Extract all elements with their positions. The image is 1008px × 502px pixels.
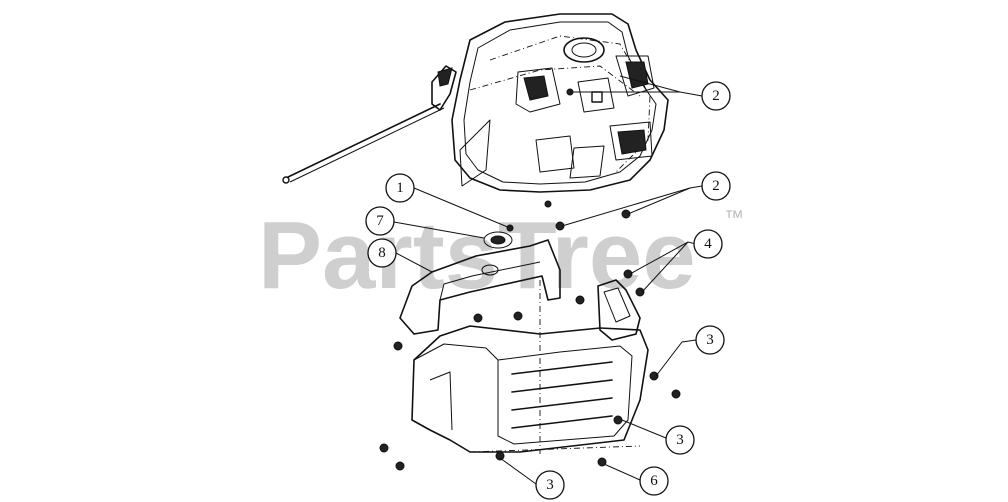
- callout-label: 3: [546, 477, 554, 493]
- callout-6[interactable]: 6: [639, 466, 669, 496]
- callout-label: 7: [376, 213, 384, 229]
- callout-label: 1: [396, 180, 404, 196]
- callout-label: 8: [378, 245, 386, 261]
- side-bracket-right: [597, 279, 641, 341]
- cable-assembly: [282, 65, 457, 184]
- callout-label: 6: [650, 473, 658, 489]
- bracket-part: [399, 231, 561, 335]
- bolt-icon: [495, 451, 505, 461]
- screw-icon: [621, 209, 631, 219]
- callout-3b[interactable]: 3: [665, 425, 695, 455]
- callout-label: 4: [704, 236, 712, 252]
- nut-icon: [623, 269, 633, 279]
- callout-1[interactable]: 1: [385, 173, 415, 203]
- callout-8[interactable]: 8: [367, 238, 397, 268]
- callout-label: 2: [712, 88, 720, 104]
- leader-lines: [393, 75, 703, 485]
- bolt-icon: [649, 371, 659, 381]
- bolt-icon: [671, 389, 681, 399]
- nut-icon: [635, 287, 645, 297]
- callout-label: 3: [676, 432, 684, 448]
- callout-label: 2: [712, 178, 720, 194]
- dash-housing: [451, 13, 669, 208]
- callout-2b[interactable]: 2: [701, 171, 731, 201]
- bolt-icon: [395, 461, 405, 471]
- grille-panel: [411, 280, 649, 454]
- bolt-icon: [613, 415, 623, 425]
- screw-icon: [555, 221, 565, 231]
- callout-3a[interactable]: 3: [695, 325, 725, 355]
- watermark-trademark: ™: [724, 207, 744, 229]
- bolt-icon: [513, 311, 523, 321]
- bolt-icon: [393, 341, 403, 351]
- callout-2a[interactable]: 2: [701, 81, 731, 111]
- callout-4[interactable]: 4: [693, 229, 723, 259]
- watermark: PartsTree ™: [258, 202, 744, 309]
- callout-3c[interactable]: 3: [535, 470, 565, 500]
- bolt-icon: [473, 313, 483, 323]
- bolt-icon: [379, 443, 389, 453]
- bolt-icon: [575, 295, 585, 305]
- callout-7[interactable]: 7: [365, 206, 395, 236]
- callout-label: 3: [706, 332, 714, 348]
